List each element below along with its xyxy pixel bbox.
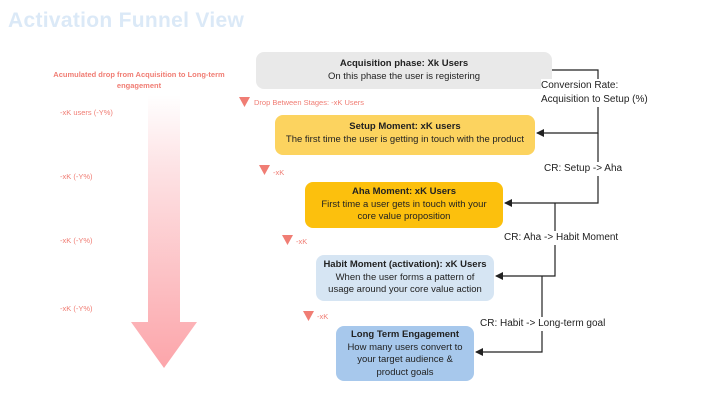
connector-aha-habit	[495, 203, 556, 280]
drop-marker-2	[259, 165, 270, 175]
stage-title: Aha Moment: xK Users	[352, 186, 456, 197]
drop-marker-1	[239, 97, 250, 107]
conversion-label-4: CR: Habit -> Long-term goal	[478, 317, 608, 331]
stage-title: Setup Moment: xK users	[349, 121, 461, 132]
drop-label-1: Drop Between Stages: -xK Users	[254, 98, 365, 107]
left-drop-label-1: -xK users (-Y%)	[60, 108, 113, 117]
connector-habit-long	[475, 276, 543, 356]
drop-label-3: -xK	[296, 237, 308, 246]
drop-label-2: -xK	[273, 168, 285, 177]
drop-label-4: -xK	[317, 312, 329, 321]
conversion-label-3: CR: Aha -> Habit Moment	[502, 231, 621, 245]
stage-subtitle: The first time the user is getting in to…	[285, 133, 525, 145]
accumulated-drop-label: Acumulated drop from Acquisition to Long…	[53, 70, 225, 90]
stage-long-term: Long Term Engagement How many users conv…	[336, 326, 474, 381]
stage-acquisition: Acquisition phase: Xk Users On this phas…	[256, 52, 552, 89]
stage-subtitle: First time a user gets in touch with you…	[321, 198, 487, 223]
stage-title: Long Term Engagement	[350, 329, 460, 340]
drop-marker-4	[303, 311, 314, 321]
drop-marker-3	[282, 235, 293, 245]
left-drop-label-3: -xK (-Y%)	[60, 236, 93, 245]
stage-subtitle: How many users convert to your target au…	[347, 341, 463, 378]
stage-subtitle: When the user forms a pattern of usage a…	[328, 271, 482, 296]
connector-setup-aha	[504, 133, 599, 207]
stage-habit: Habit Moment (activation): xK Users When…	[316, 255, 494, 301]
conversion-label-1: Conversion Rate: Acquisition to Setup (%…	[541, 79, 659, 107]
left-drop-label-4: -xK (-Y%)	[60, 304, 93, 313]
stage-subtitle: On this phase the user is registering	[327, 70, 481, 82]
stage-setup: Setup Moment: xK users The first time th…	[275, 115, 535, 155]
stage-aha: Aha Moment: xK Users First time a user g…	[305, 182, 503, 228]
left-drop-label-2: -xK (-Y%)	[60, 172, 93, 181]
stage-title: Acquisition phase: Xk Users	[339, 58, 469, 69]
page-title: Activation Funnel View	[8, 9, 245, 32]
stage-title: Habit Moment (activation): xK Users	[323, 259, 487, 270]
conversion-label-2: CR: Setup -> Aha	[542, 162, 625, 176]
